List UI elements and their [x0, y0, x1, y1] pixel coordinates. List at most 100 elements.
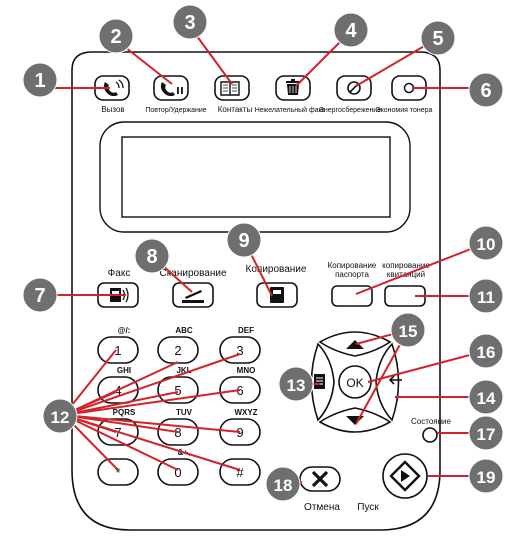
callout-line: [63, 389, 241, 416]
callout-number: 15: [399, 322, 418, 341]
phone-icon: [103, 82, 118, 97]
key-label: 1: [114, 343, 121, 358]
key-2[interactable]: 2: [157, 336, 199, 364]
callout-number: 3: [184, 12, 195, 34]
callout-number: 8: [146, 246, 157, 268]
scan-icon: [182, 290, 204, 303]
key-letters: ABC: [175, 326, 193, 335]
btn-toner-save[interactable]: Экономия тонера: [376, 75, 433, 114]
key-label: 3: [236, 343, 243, 358]
up-arrow-icon: [346, 340, 364, 349]
callout-number: 11: [477, 288, 495, 307]
back-arrow-icon: [388, 375, 402, 385]
mode-fax-label: Факс: [108, 268, 131, 279]
menu-icon: [314, 374, 325, 389]
callout-badge-3: 3: [172, 4, 208, 40]
callout-number: 4: [345, 20, 357, 42]
btn-copy[interactable]: [256, 282, 298, 308]
key-letters: @/:: [118, 326, 131, 335]
callout-number: 10: [477, 235, 496, 254]
mode-copy-label: Копирование: [246, 264, 307, 275]
callout-number: 1: [34, 70, 45, 92]
key-label: 8: [174, 425, 181, 440]
btn-redial-hold-label: Повтор/Удержание: [145, 107, 206, 114]
cancel-x-icon: [311, 470, 329, 488]
ok-label: OK: [346, 376, 363, 390]
callout-number: 16: [477, 343, 496, 362]
callout-badge-2: 2: [98, 18, 134, 54]
btn-call-label: Вызов: [101, 105, 124, 114]
btn-back[interactable]: [375, 342, 400, 422]
btn-junk-fax-label: Нежелательный факс: [255, 106, 326, 114]
copy-icon: [270, 287, 284, 303]
key-letters: GHI: [117, 366, 131, 375]
callout-badge-6: 6: [468, 72, 504, 108]
callout-line: [355, 242, 487, 295]
key-letters: WXYZ: [234, 408, 257, 417]
callout-badge-14: 14: [468, 379, 504, 415]
callout-number: 2: [110, 26, 121, 48]
key-letters: PQRS: [113, 408, 136, 417]
key-label: 2: [174, 343, 181, 358]
btn-power-save-label: Энергосбережение: [319, 106, 381, 114]
key-label: #: [236, 465, 244, 480]
nav-cluster: OK: [310, 331, 402, 433]
callout-line: [63, 414, 241, 433]
callout-badge-9: 9: [226, 222, 262, 258]
key-letters: DEF: [238, 326, 254, 335]
callout-number: 13: [287, 376, 306, 395]
btn-passport-copy[interactable]: [331, 285, 373, 307]
key-letters: MNO: [237, 366, 256, 375]
btn-scan[interactable]: [172, 282, 214, 308]
callout-badge-15: 15: [390, 312, 426, 348]
callout-badge-10: 10: [468, 225, 504, 261]
callout-badge-16: 16: [468, 333, 504, 369]
btn-contacts[interactable]: Контакты: [214, 75, 253, 114]
callout-badge-13: 13: [278, 366, 314, 402]
callout-number: 7: [34, 285, 45, 307]
cancel-label: Отмена: [304, 502, 340, 513]
btn-junk-fax[interactable]: Нежелательный факс: [255, 75, 326, 114]
btn-call[interactable]: Вызов: [94, 75, 130, 114]
start-diamond-icon: [389, 460, 421, 492]
btn-toner-save-label: Экономия тонера: [376, 107, 433, 114]
callout-badge-19: 19: [468, 458, 504, 494]
key-label: *: [115, 465, 120, 480]
callout-number: 18: [274, 476, 293, 495]
callout-number: 9: [238, 230, 249, 252]
key-label: 0: [174, 465, 181, 480]
callout-number: 6: [480, 80, 491, 102]
btn-contacts-label: Контакты: [218, 105, 253, 114]
callout-line: [63, 361, 179, 416]
callout-badge-17: 17: [468, 415, 504, 451]
callout-badge-8: 8: [134, 238, 170, 274]
key-hash[interactable]: #: [219, 458, 261, 486]
key-letters: TUV: [176, 408, 193, 417]
trash-icon: [286, 79, 300, 95]
callout-badge-7: 7: [22, 277, 58, 313]
key-label: 5: [174, 383, 181, 398]
lcd-screen: [121, 136, 391, 218]
callout-line: [63, 353, 241, 416]
btn-redial-hold[interactable]: Повтор/Удержание: [145, 75, 207, 114]
callout-number: 14: [477, 389, 496, 408]
status-indicator: [422, 427, 438, 443]
callout-line: [63, 414, 179, 471]
callout-line: [63, 414, 241, 471]
callout-badge-12: 12: [42, 398, 78, 434]
callout-badge-11: 11: [468, 278, 504, 314]
key-star[interactable]: *: [97, 458, 139, 486]
key-1[interactable]: 1: [97, 336, 139, 364]
callout-badge-18: 18: [265, 466, 301, 502]
callout-line: [355, 329, 409, 425]
callout-number: 17: [477, 425, 496, 444]
callout-number: 12: [51, 408, 70, 427]
redial-hold-icon: [160, 82, 175, 97]
callout-line: [367, 350, 486, 383]
callout-badge-5: 5: [420, 20, 456, 56]
callout-badge-4: 4: [333, 12, 369, 48]
